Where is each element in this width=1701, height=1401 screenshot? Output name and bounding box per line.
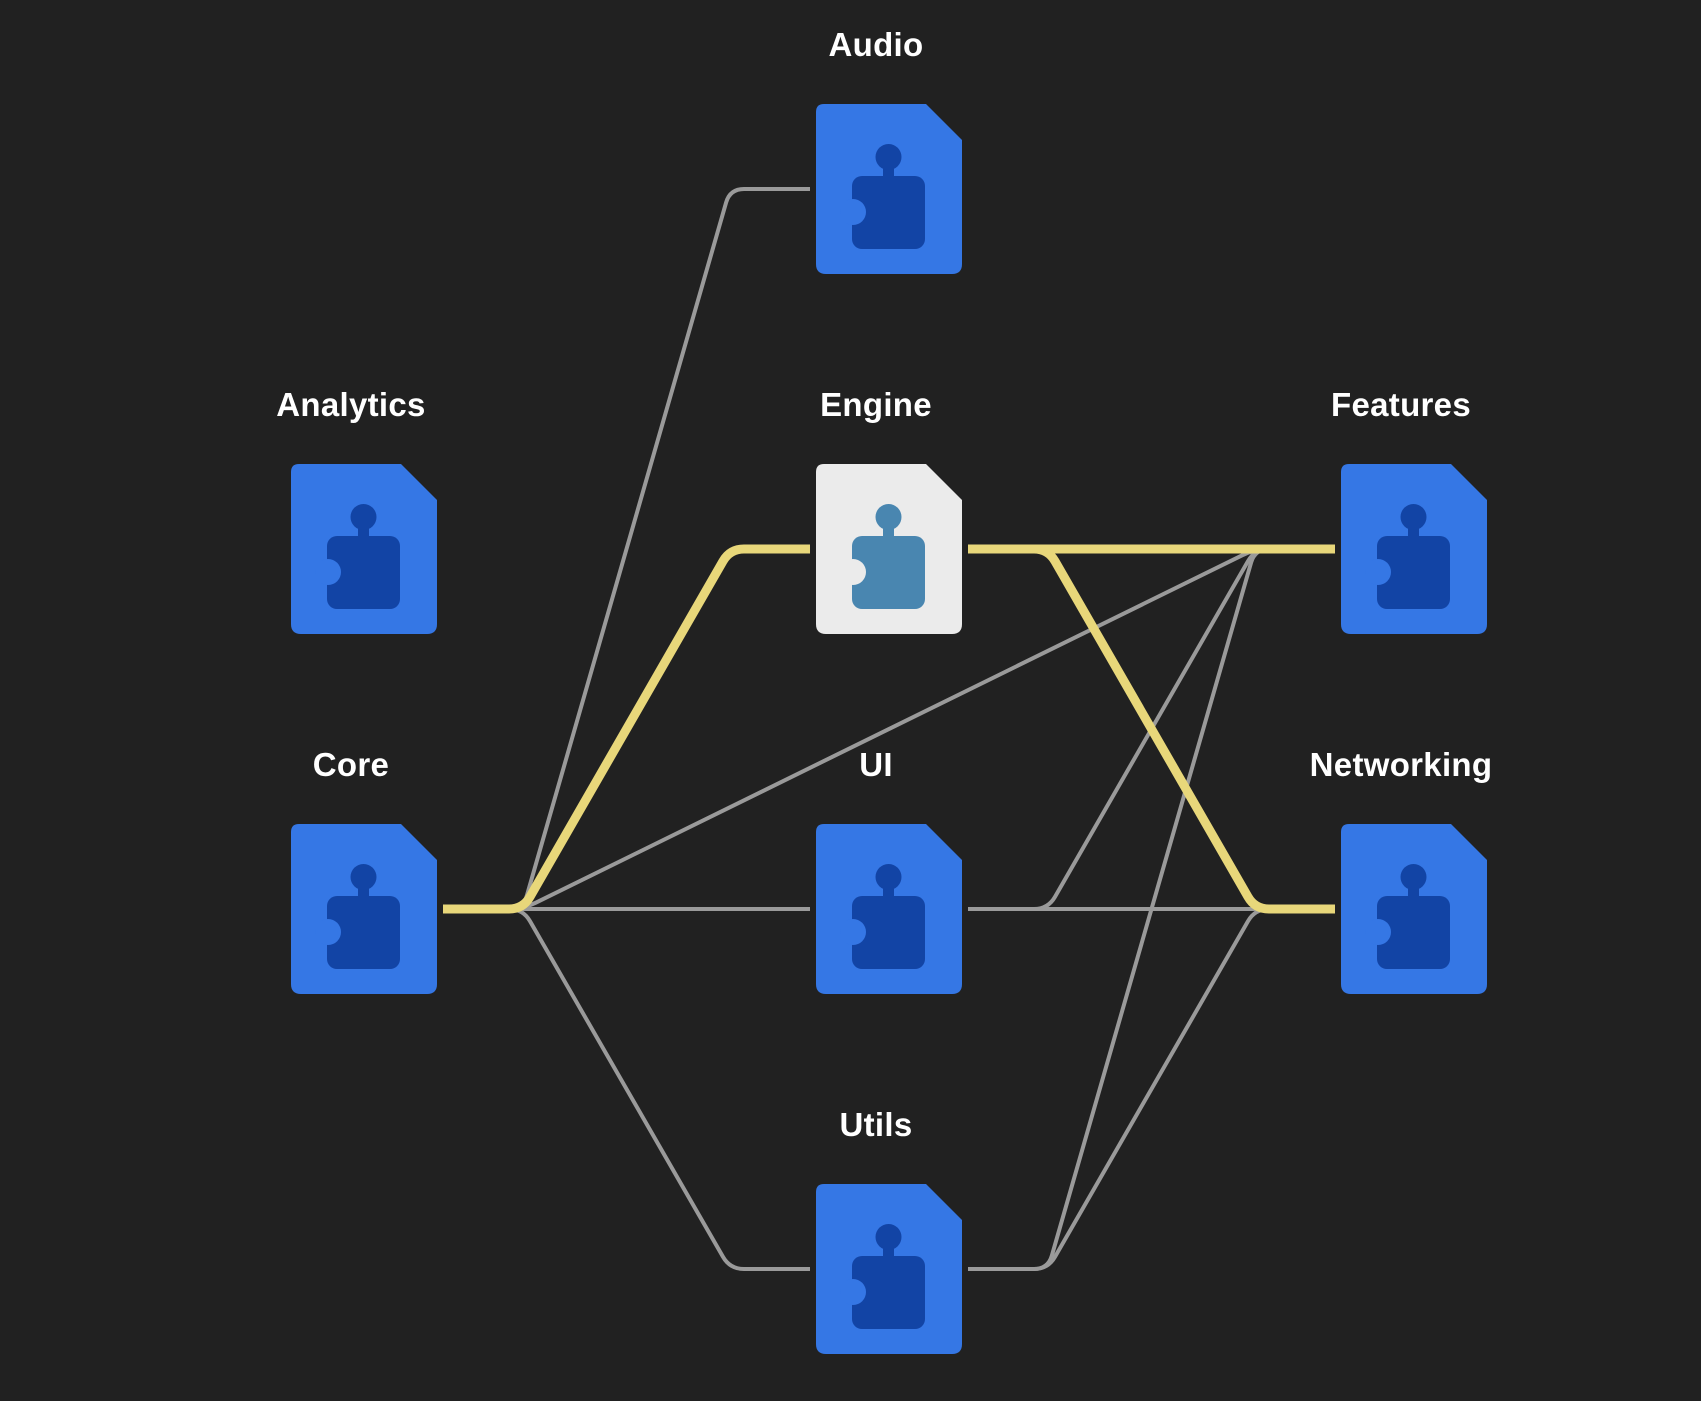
module-file-puzzle-icon (816, 464, 962, 634)
node-label-core: Core (312, 746, 390, 783)
node-label-audio: Audio (828, 26, 924, 63)
module-file-puzzle-icon (816, 104, 962, 274)
module-file-puzzle-icon (1341, 464, 1487, 634)
node-label-features: Features (1331, 386, 1471, 423)
module-file-puzzle-icon (1341, 824, 1487, 994)
edge-core-to-engine[interactable] (443, 544, 810, 914)
edge-core-to-utils[interactable] (443, 907, 810, 1271)
module-icon-networking[interactable] (1341, 824, 1487, 994)
edge-utils-to-networking[interactable] (968, 907, 1335, 1271)
module-icon-ui[interactable] (816, 824, 962, 994)
module-file-puzzle-icon (816, 1184, 962, 1354)
module-icon-analytics[interactable] (291, 464, 437, 634)
node-label-analytics: Analytics (276, 386, 426, 423)
module-icon-core[interactable] (291, 824, 437, 994)
module-file-puzzle-icon (816, 824, 962, 994)
node-label-ui: UI (859, 746, 893, 783)
node-label-engine: Engine (820, 386, 932, 423)
node-label-networking: Networking (1309, 746, 1493, 783)
module-icon-engine[interactable] (816, 464, 962, 634)
module-icon-audio[interactable] (816, 104, 962, 274)
edge-engine-to-networking[interactable] (968, 544, 1335, 914)
module-icon-utils[interactable] (816, 1184, 962, 1354)
node-label-utils: Utils (839, 1106, 913, 1143)
module-file-puzzle-icon (291, 824, 437, 994)
module-icon-features[interactable] (1341, 464, 1487, 634)
module-file-puzzle-icon (291, 464, 437, 634)
edges-highlight-layer (443, 544, 1335, 914)
